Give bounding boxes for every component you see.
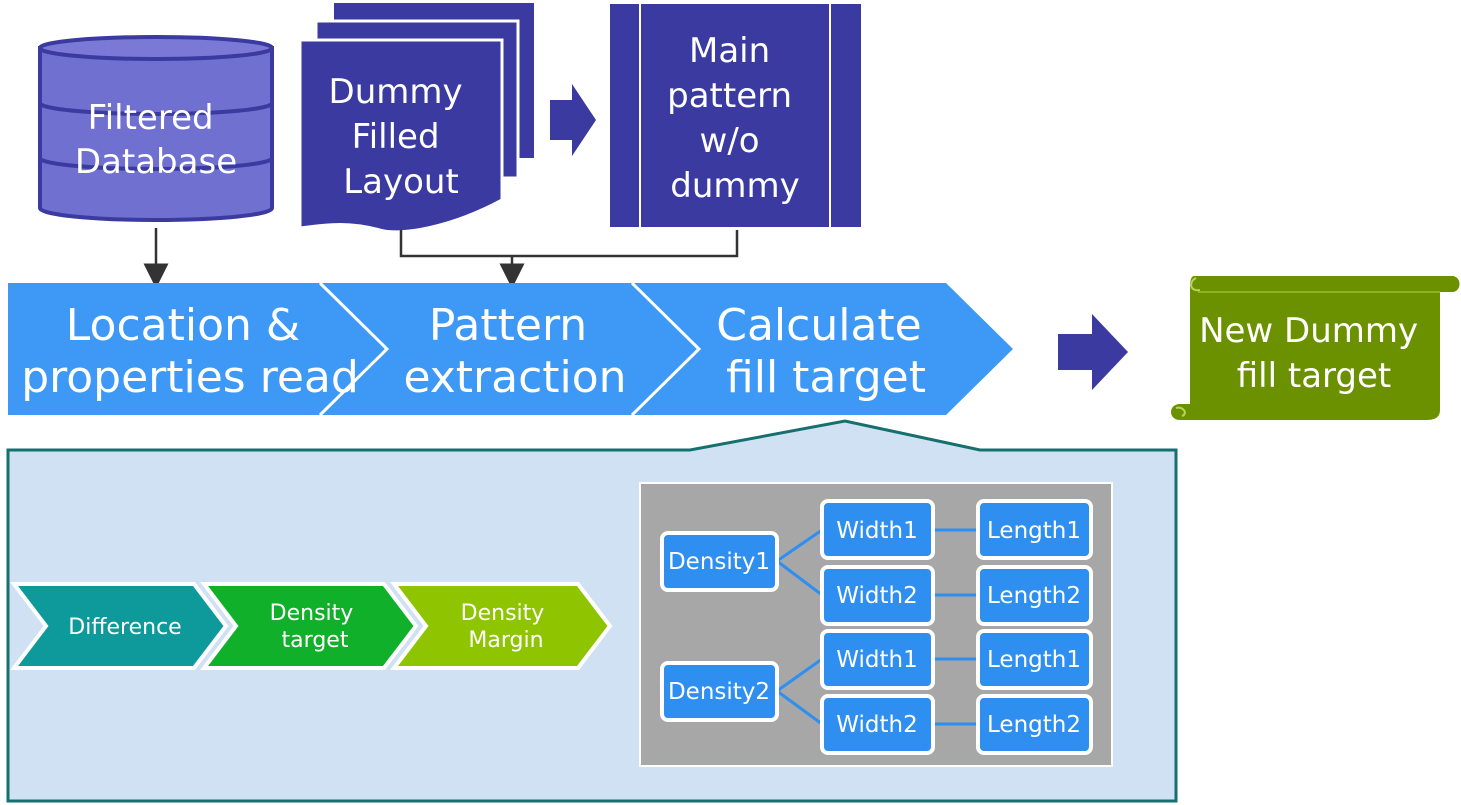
- svg-text:Filtered Database: Filtered Database: [75, 98, 237, 182]
- main-pattern-label-line3: w/o: [700, 121, 760, 161]
- tree-node-length: [976, 499, 1093, 560]
- database-cylinder: Filtered Database: [38, 35, 274, 222]
- tree-node-width: [820, 694, 935, 755]
- svg-text:Density Margin: Density Margin: [461, 601, 552, 653]
- svg-text:Dummy Filled Layou: Dummy Filled Layout: [329, 72, 474, 202]
- database-label-line1: Filtered: [88, 98, 214, 138]
- tree-label-width: Width1: [836, 518, 917, 544]
- chevron-density-margin-line2: Margin: [468, 628, 543, 653]
- step3-label-line1: Calculate: [716, 300, 922, 351]
- right-arrow-large: [1058, 314, 1128, 390]
- main-pattern-label-line1: Main: [689, 31, 770, 71]
- main-pattern-label-line4: dummy: [670, 166, 800, 206]
- step-location-read: [8, 283, 387, 415]
- step-calculate-fill-target: [632, 283, 1013, 415]
- tree-label-length: Length2: [987, 583, 1081, 609]
- tree-node-width: [820, 565, 935, 626]
- database-label-line2: Database: [75, 142, 237, 182]
- svg-text:Main pattern w/o: Main pattern w/o dummy: [667, 31, 803, 206]
- step3-label-line2: fill target: [726, 352, 926, 403]
- connectors: [143, 228, 739, 289]
- svg-text:Pattern extraction: Pattern extraction: [403, 300, 626, 403]
- chevron-difference-label: Difference: [68, 615, 181, 640]
- dummy-layout-label-line3: Layout: [343, 162, 459, 202]
- tree-node-length: [976, 565, 1093, 626]
- density-tree: Density1 Density2 Width1 Width2 Width1 W…: [639, 482, 1113, 767]
- tree-node-length: [976, 694, 1093, 755]
- tree-label-width: Width2: [836, 712, 917, 738]
- tree-node-length: [976, 629, 1093, 690]
- svg-text:Difference: Difference: [68, 615, 181, 640]
- chevron-density-margin-line1: Density: [461, 601, 545, 626]
- right-arrow-small: [550, 84, 596, 156]
- chevron-density-target-line2: target: [282, 628, 349, 653]
- svg-text:New Dummy fill target: New Dummy fill target: [1199, 311, 1429, 396]
- tree-label-density2: Density2: [668, 679, 770, 705]
- tree-label-density1: Density1: [668, 549, 770, 575]
- output-label-line1: New Dummy: [1199, 311, 1418, 351]
- chevron-difference: [9, 582, 229, 670]
- tree-label-length: Length2: [987, 712, 1081, 738]
- dummy-layout-label-line1: Dummy: [329, 72, 463, 112]
- step-pattern-extraction: [320, 283, 699, 415]
- tree-label-length: Length1: [987, 647, 1081, 673]
- output-label-line2: fill target: [1237, 356, 1392, 396]
- tree-links: [776, 528, 978, 726]
- sub-chevrons: Difference Density target Density Margin: [9, 582, 613, 670]
- tree-node-density2: [660, 661, 779, 722]
- tree-node-density1: [660, 531, 779, 592]
- tree-label-length: Length1: [987, 518, 1081, 544]
- step2-label-line1: Pattern: [429, 300, 587, 351]
- tree-node-width: [820, 499, 935, 560]
- output-scroll: New Dummy fill target: [1171, 276, 1460, 420]
- main-pattern-box: Main pattern w/o dummy: [610, 4, 861, 227]
- main-pattern-label-line2: pattern: [667, 76, 792, 116]
- tree-label-width: Width2: [836, 583, 917, 609]
- dummy-layout-documents: Dummy Filled Layout: [298, 3, 534, 234]
- process-band: Location & properties read Pattern extra…: [8, 281, 1013, 417]
- svg-text:Calculate fill target: Calculate fill target: [716, 300, 936, 403]
- step1-label-line2: properties read: [21, 352, 359, 403]
- detail-panel: Difference Density target Density Margin: [6, 419, 1178, 803]
- svg-text:Location & properties re: Location & properties read: [21, 300, 359, 403]
- tree-node-width: [820, 629, 935, 690]
- tree-label-width: Width1: [836, 647, 917, 673]
- chevron-density-target-line1: Density: [270, 601, 354, 626]
- step2-label-line2: extraction: [403, 352, 626, 403]
- chevron-density-margin: [389, 582, 613, 670]
- svg-text:Density target: Density target: [270, 601, 361, 653]
- dummy-layout-label-line2: Filled: [352, 117, 440, 157]
- chevron-density-target: [199, 582, 419, 670]
- step1-label-line1: Location &: [66, 300, 300, 351]
